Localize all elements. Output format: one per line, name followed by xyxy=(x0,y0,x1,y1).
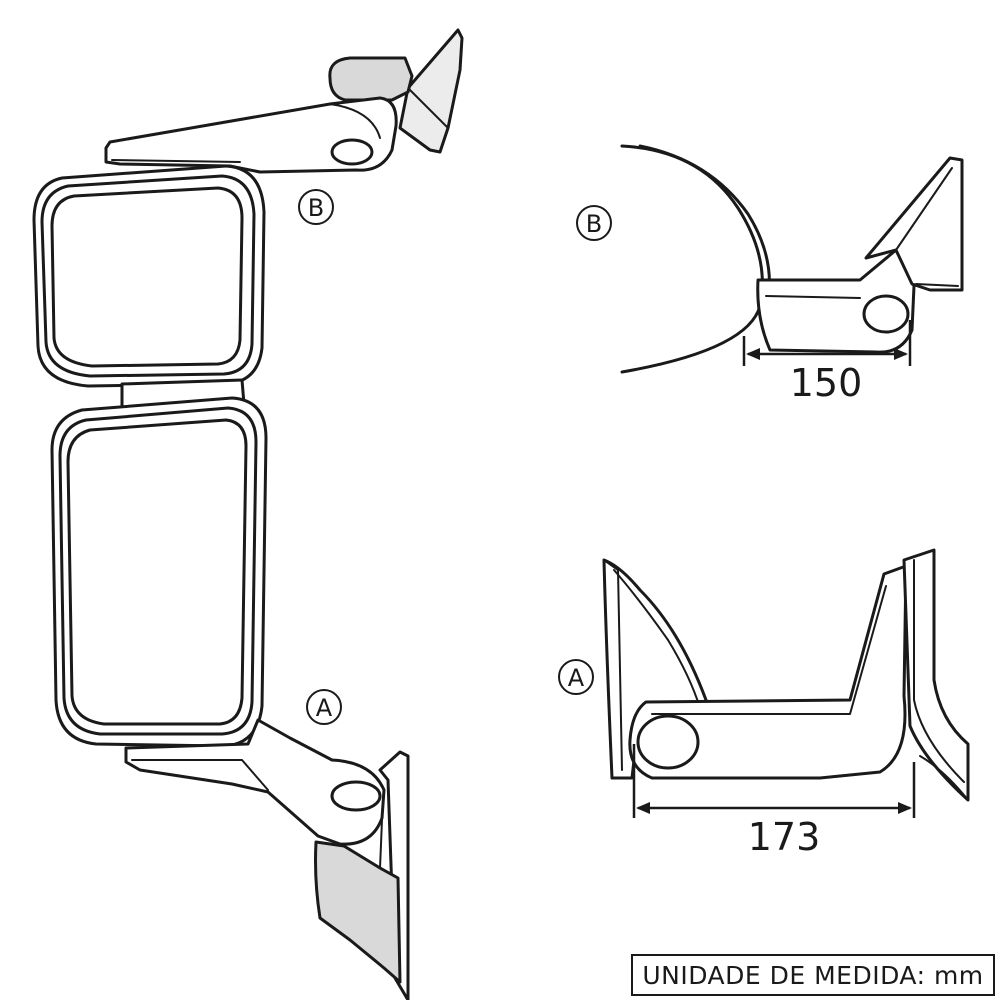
upper-mirror xyxy=(32,164,266,388)
main-label-a: A xyxy=(306,689,342,725)
unit-note: UNIDADE DE MEDIDA: mm xyxy=(631,954,995,996)
lower-mirror xyxy=(50,396,268,748)
detail-a: 173 A xyxy=(558,548,970,859)
upper-mount-bracket xyxy=(328,28,464,154)
unit-note-text: UNIDADE DE MEDIDA: mm xyxy=(642,961,983,990)
svg-text:B: B xyxy=(586,210,602,238)
main-label-b: B xyxy=(298,189,334,225)
dimension-150-label: 150 xyxy=(790,361,863,405)
dimension-173: 173 xyxy=(632,744,916,859)
dimension-173-label: 173 xyxy=(748,815,821,859)
mirror-assembly: B A xyxy=(32,28,464,1000)
upper-arm-b xyxy=(104,96,398,174)
lower-mount-bracket xyxy=(314,750,410,1000)
detail-b: 150 B xyxy=(576,144,964,405)
svg-text:B: B xyxy=(308,194,324,222)
detail-label-b: B xyxy=(576,205,612,241)
svg-text:A: A xyxy=(568,664,585,692)
svg-text:A: A xyxy=(316,694,333,722)
lower-arm-a xyxy=(124,718,386,846)
detail-label-a: A xyxy=(558,659,594,695)
dimension-150: 150 xyxy=(742,320,912,405)
